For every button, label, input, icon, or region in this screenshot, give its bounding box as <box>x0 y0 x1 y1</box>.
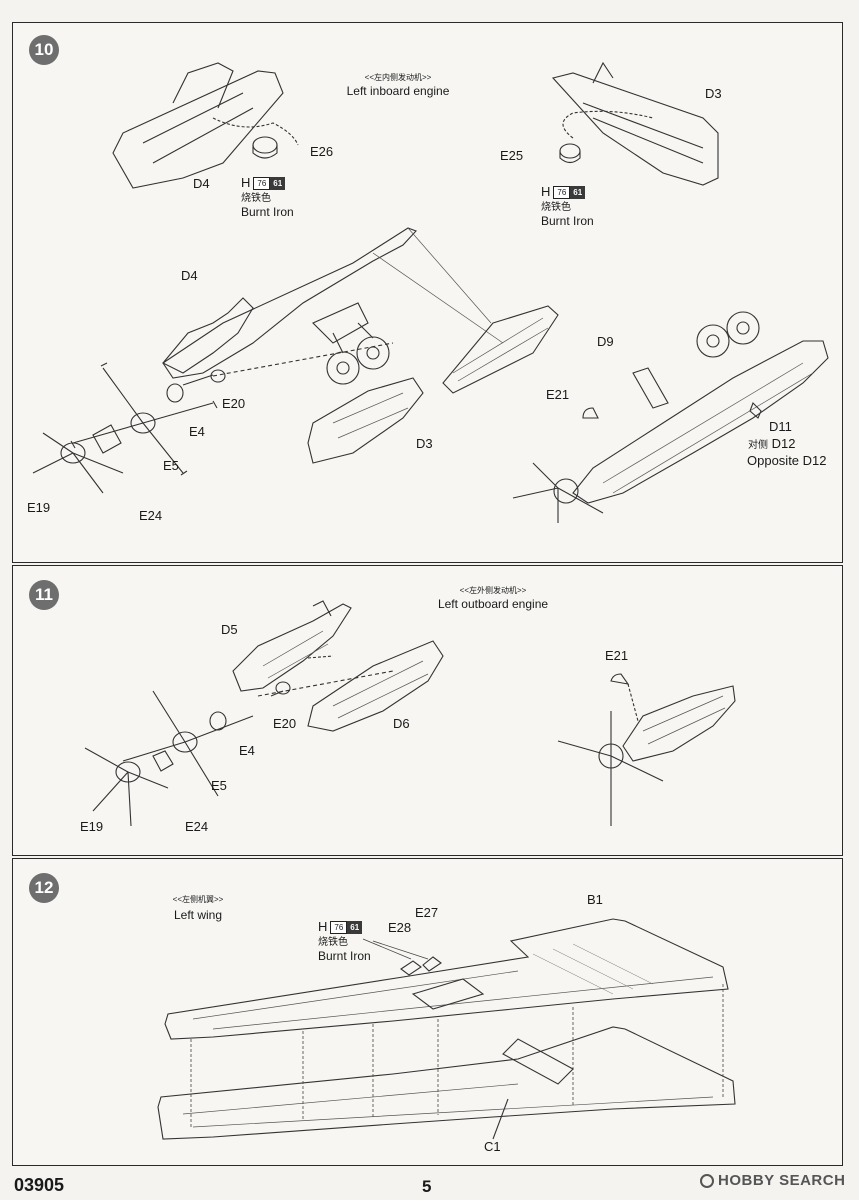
step-10-title-cn: <<左内侧发动机>> <box>364 73 432 82</box>
watermark: HOBBY SEARCH <box>700 1172 845 1189</box>
paint-code-2: 61 <box>270 176 286 190</box>
step-number-11: 11 <box>29 580 59 610</box>
label-e19: E19 <box>27 500 51 515</box>
paint-callout-left: H 76 61 <box>241 175 286 190</box>
label-b1: B1 <box>587 892 603 907</box>
label-e27: E27 <box>415 905 439 920</box>
label-d9: D9 <box>597 334 614 349</box>
watermark-text: HOBBY SEARCH <box>718 1172 846 1189</box>
paint-name-cn-right: 烧铁色 <box>541 202 571 213</box>
page-number: 5 <box>422 1177 432 1196</box>
label-d4: D4 <box>181 268 198 283</box>
step-10-title-en: Left inboard engine <box>346 84 450 98</box>
paint-name-cn-left: 烧铁色 <box>241 193 271 204</box>
label-e20: E20 <box>273 716 297 731</box>
opposite-d12-en: Opposite D12 <box>747 453 827 468</box>
opposite-cn: 对侧 <box>748 440 768 451</box>
label-e5: E5 <box>163 458 179 473</box>
label-d3-top: D3 <box>705 86 722 101</box>
paint-prefix: H <box>241 175 251 190</box>
label-e28: E28 <box>388 920 412 935</box>
paint-prefix: H <box>541 184 551 199</box>
opposite-code: D12 <box>771 436 796 451</box>
opposite-d12-callout: 对侧 D12 <box>748 437 795 453</box>
label-e4: E4 <box>239 743 255 758</box>
paint-code-1: 76 <box>253 176 271 190</box>
step-12-title-en: Left wing <box>173 908 223 922</box>
paint-name-en-left: Burnt Iron <box>241 205 294 219</box>
kit-code: 03905 <box>14 1175 65 1195</box>
step-11-title-cn: <<左外侧发动机>> <box>459 586 527 595</box>
label-e24: E24 <box>139 508 163 523</box>
paint-code-1: 76 <box>553 185 571 199</box>
step-12-title-cn: <<左侧机翼>> <box>172 895 224 904</box>
step-12-drawing <box>157 918 736 1140</box>
label-d5: D5 <box>221 622 238 637</box>
step-11-drawing <box>84 600 736 827</box>
paint-prefix: H <box>318 919 328 934</box>
label-e24: E24 <box>185 819 209 834</box>
step-10-drawing <box>32 61 829 523</box>
paint-name-en-wing: Burnt Iron <box>318 949 371 963</box>
label-e21: E21 <box>605 648 629 663</box>
label-e26: E26 <box>310 144 334 159</box>
paint-callout-wing: H 76 61 <box>318 919 363 934</box>
paint-name-cn-wing: 烧铁色 <box>318 937 348 948</box>
step-11-title-en: Left outboard engine <box>437 597 549 611</box>
step-number-10: 10 <box>29 35 59 65</box>
label-d11: D11 <box>769 419 792 434</box>
label-e21: E21 <box>546 387 570 402</box>
label-e5: E5 <box>211 778 227 793</box>
label-e4: E4 <box>189 424 205 439</box>
step-11-panel: 11 <<左外侧发动机>> Left outboard engine <box>12 565 843 856</box>
paint-code-2: 61 <box>347 920 363 934</box>
watermark-logo-icon <box>700 1173 714 1188</box>
step-12-panel: 12 <<左侧机翼>> Left wing <box>12 858 843 1166</box>
step-10-panel: 10 <<左内侧发动机>> Left inboard engine <box>12 22 843 563</box>
paint-code-1: 76 <box>330 920 348 934</box>
paint-callout-right: H 76 61 <box>541 184 586 199</box>
paint-name-en-right: Burnt Iron <box>541 214 594 228</box>
label-e25: E25 <box>500 148 524 163</box>
label-d6: D6 <box>393 716 410 731</box>
label-c1: C1 <box>484 1139 501 1154</box>
label-d3: D3 <box>416 436 433 451</box>
step-number-12: 12 <box>29 873 59 903</box>
paint-code-2: 61 <box>570 185 586 199</box>
label-d4-top: D4 <box>193 176 210 191</box>
label-e20: E20 <box>222 396 246 411</box>
label-e19: E19 <box>80 819 104 834</box>
